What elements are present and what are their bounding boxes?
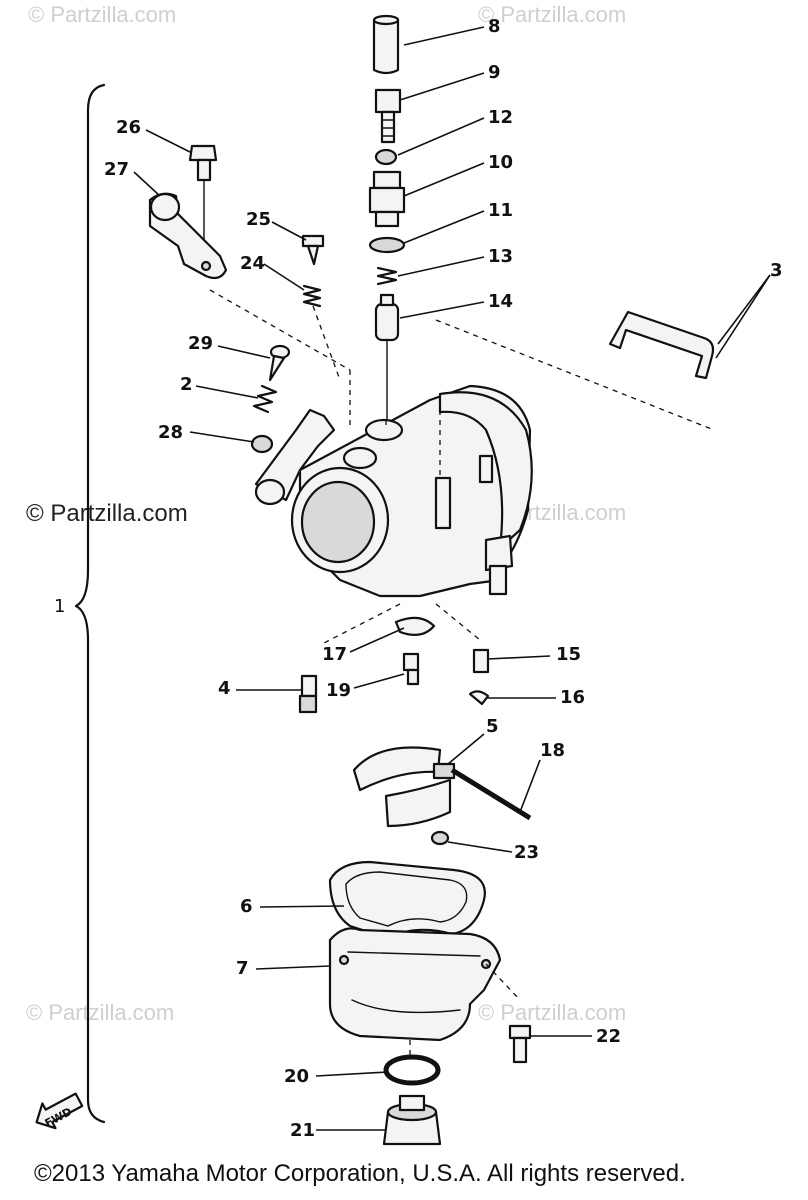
callout-12: 12 [488, 107, 514, 128]
carburetor-body [254, 384, 533, 598]
part-13-spring [376, 266, 398, 286]
callout-10: 10 [488, 152, 514, 173]
part-18-pin [450, 767, 532, 821]
callout-21: 21 [290, 1120, 316, 1141]
callout-29: 29 [188, 333, 214, 354]
part-14-starter-plunger [374, 293, 400, 342]
part-12-nut [374, 148, 398, 166]
part-11-washer [368, 236, 406, 254]
callout-8: 8 [488, 16, 501, 37]
callout-22: 22 [596, 1026, 622, 1047]
part-15-pilot-jet [472, 648, 490, 674]
part-27-bracket [148, 192, 228, 280]
part-6-gasket [328, 860, 486, 940]
callout-17: 17 [322, 644, 348, 665]
assembly-bracket [74, 83, 106, 1124]
callout-7: 7 [236, 958, 249, 979]
part-25-screw [301, 234, 325, 266]
callout-19: 19 [326, 680, 352, 701]
callout-25: 25 [246, 209, 272, 230]
part-8-cap [372, 14, 400, 75]
part-22-screw [508, 1024, 532, 1064]
callout-6: 6 [240, 896, 253, 917]
watermark-top-right: © Partzilla.com [478, 2, 627, 27]
callout-11: 11 [488, 200, 514, 221]
callout-9: 9 [488, 62, 501, 83]
part-17-clip [394, 616, 436, 637]
part-21-drain-plug [382, 1094, 442, 1146]
part-19-needle-jet [402, 652, 420, 686]
callout-1-assembly: 1 [54, 596, 66, 617]
part-16-washer [468, 690, 490, 706]
callout-2: 2 [180, 374, 193, 395]
watermark-bottom-left: © Partzilla.com [26, 1000, 175, 1025]
callout-3: 3 [770, 260, 783, 281]
part-5-float [352, 746, 456, 828]
part-9-adjuster [374, 88, 402, 144]
callout-24: 24 [240, 253, 266, 274]
callout-15: 15 [556, 644, 582, 665]
part-24-spring [302, 284, 322, 308]
callout-16: 16 [560, 687, 586, 708]
fwd-arrow-icon [35, 1092, 84, 1130]
callout-18: 18 [540, 740, 566, 761]
part-10-plunger-nut [368, 170, 406, 228]
callout-26: 26 [116, 117, 142, 138]
part-2-spring [252, 384, 278, 414]
callout-4: 4 [218, 678, 231, 699]
callout-20: 20 [284, 1066, 310, 1087]
callout-14: 14 [488, 291, 514, 312]
part-4-main-jet [298, 674, 318, 714]
part-23-screw [430, 830, 450, 846]
copyright-notice: ©2013 Yamaha Motor Corporation, U.S.A. A… [34, 1160, 686, 1187]
leader-lines [133, 26, 771, 1131]
watermark-mid-left: © Partzilla.com [26, 500, 188, 527]
callout-23: 23 [514, 842, 540, 863]
watermark-top-left: © Partzilla.com [28, 2, 177, 27]
part-29-screw [268, 344, 291, 382]
part-7-float-bowl [328, 927, 502, 1042]
part-26-screw [188, 144, 218, 182]
callout-28: 28 [158, 422, 184, 443]
part-20-o-ring [383, 1054, 441, 1086]
callout-27: 27 [104, 159, 130, 180]
callout-13: 13 [488, 246, 514, 267]
watermark-bottom-right: © Partzilla.com [478, 1000, 627, 1025]
part-28-screw [250, 434, 274, 454]
part-3-hose [608, 310, 715, 380]
callout-5: 5 [486, 716, 499, 737]
